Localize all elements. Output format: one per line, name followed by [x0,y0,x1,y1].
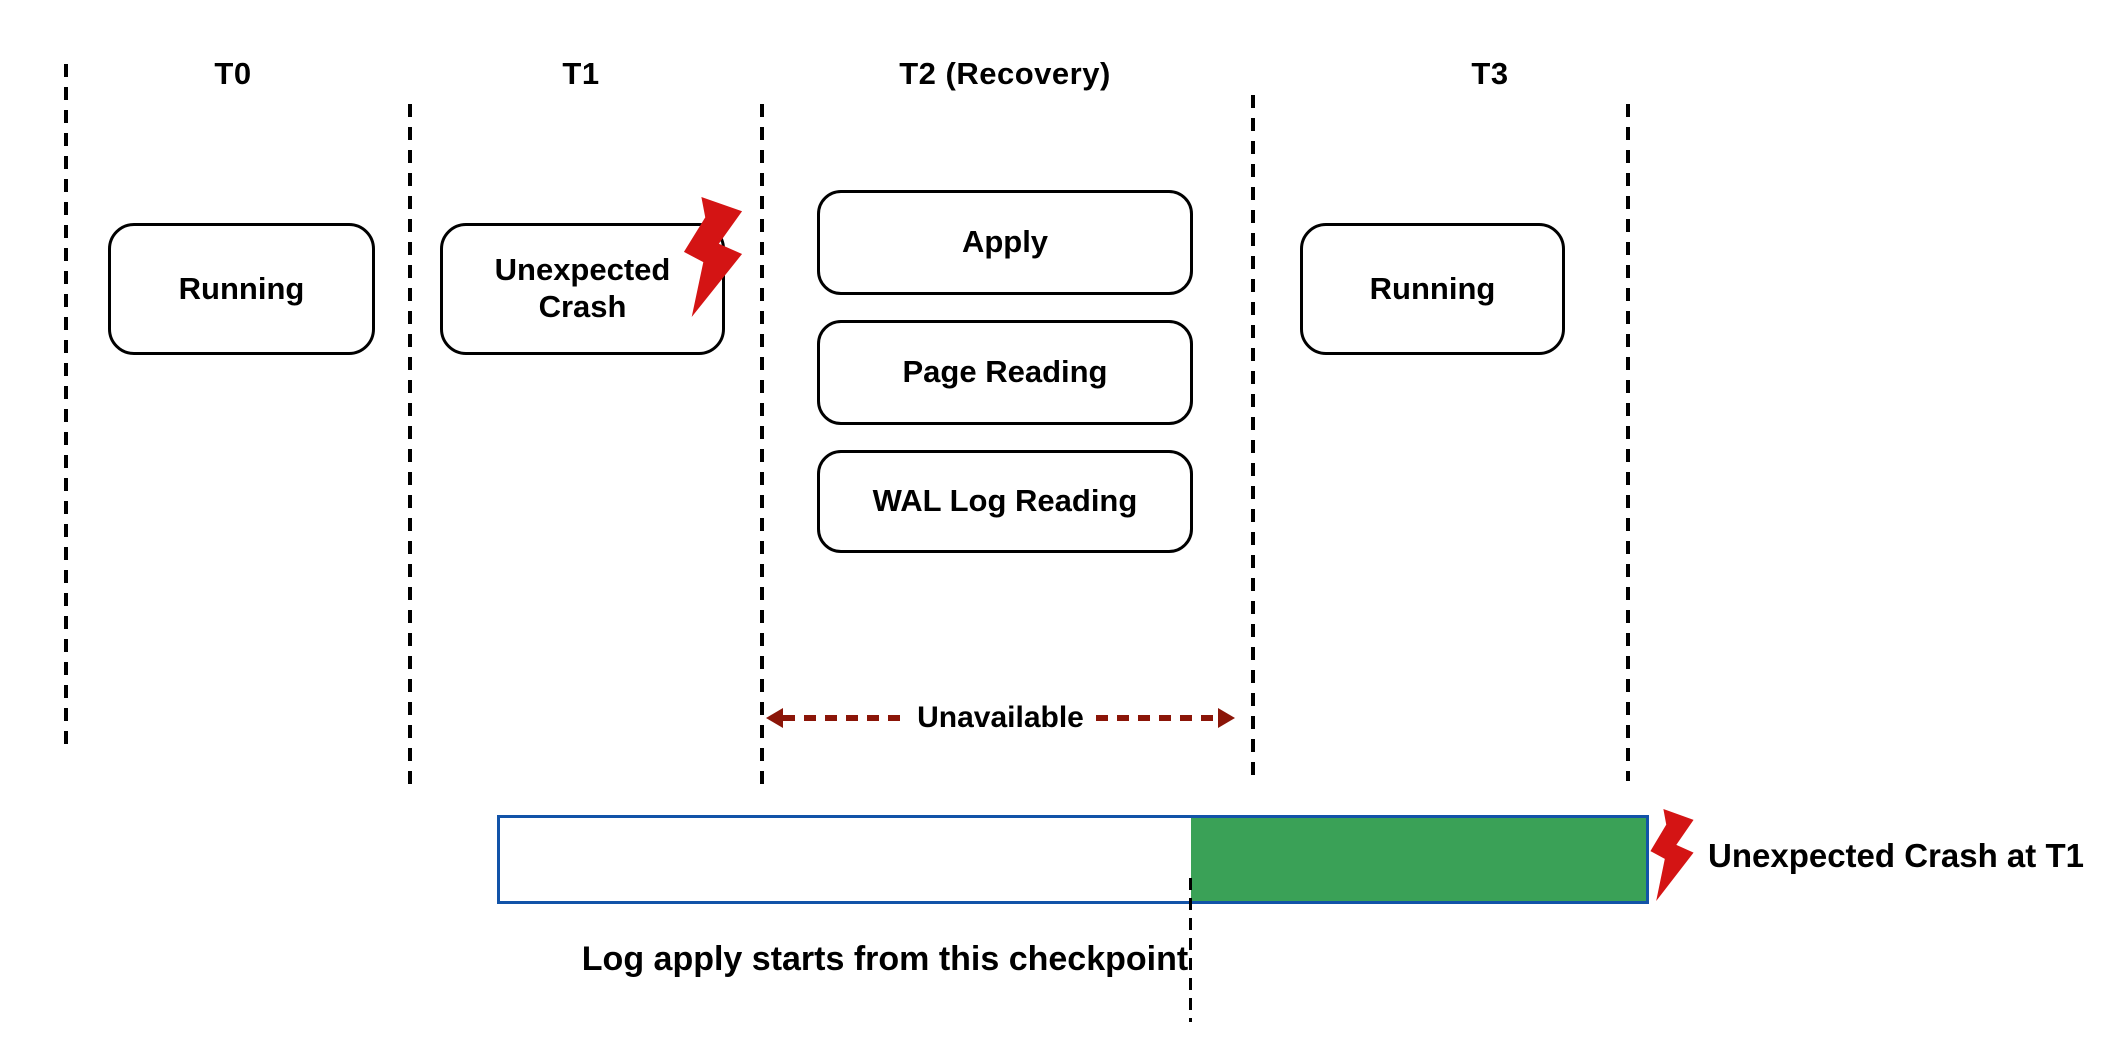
state-label-running-t3: Running [1369,270,1496,306]
arrowhead-left-icon [766,708,783,728]
state-box-running-t0: Running [108,223,375,355]
log-applied-segment [1191,818,1646,901]
timeline-separator-5 [1626,104,1630,781]
phase-label-t2: T2 (Recovery) [899,56,1111,91]
state-box-unexpected-crash: Unexpected Crash [440,223,725,355]
unavailable-label: Unavailable [917,701,1084,734]
lightning-bolt-icon [683,197,743,317]
dashed-arrow-segment-right [1095,715,1218,721]
crash-at-t1-caption: Unexpected Crash at T1 [1708,837,2084,874]
lightning-bolt-icon [1650,809,1694,901]
state-label-unexpected-crash: Unexpected Crash [494,252,671,324]
timeline-separator-2 [408,104,412,784]
phase-label-t1: T1 [562,56,600,91]
wal-progress-bar [497,815,1649,904]
checkpoint-caption: Log apply starts from this checkpoint [581,940,1189,978]
state-box-wal-log-reading: WAL Log Reading [817,450,1193,553]
phase-label-t0: T0 [214,56,252,91]
phase-label-t3: T3 [1471,56,1509,91]
checkpoint-marker-line [1189,878,1192,1022]
state-label-page-reading: Page Reading [902,354,1108,390]
state-label-wal-log-reading: WAL Log Reading [872,483,1138,519]
state-label-apply: Apply [961,224,1049,260]
dashed-arrow-segment-left [783,715,906,721]
timeline-separator-1 [64,64,68,746]
state-box-apply: Apply [817,190,1193,295]
timeline-separator-3 [760,104,764,784]
arrowhead-right-icon [1218,708,1235,728]
state-label-running-t0: Running [178,270,305,306]
state-box-page-reading: Page Reading [817,320,1193,425]
state-box-running-t3: Running [1300,223,1565,355]
timeline-separator-4 [1251,95,1255,785]
unavailable-span-arrow: Unavailable [766,701,1235,735]
